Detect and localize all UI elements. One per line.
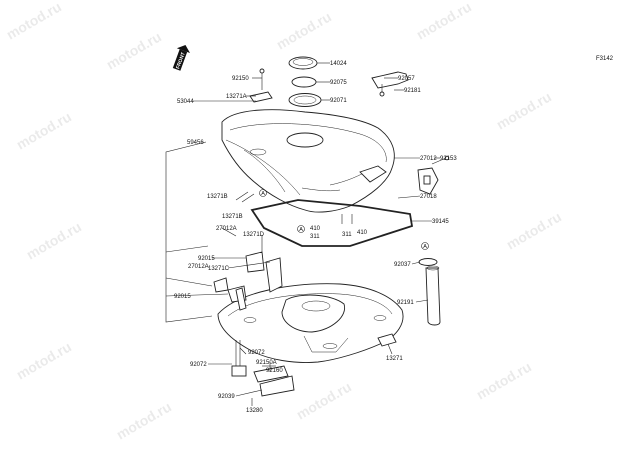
marker-a: A	[421, 242, 429, 250]
label-92160: 92160	[266, 368, 283, 374]
watermark: motod.ru	[104, 28, 165, 72]
latch-assembly	[417, 155, 450, 195]
label-27012: 27012	[420, 156, 437, 162]
label-410: 410	[357, 230, 368, 236]
packing-ring	[291, 76, 317, 88]
label-13271c: 13271C	[208, 266, 230, 272]
hood-seal	[250, 199, 414, 247]
label-13271d: 13271D	[243, 232, 265, 238]
svg-text:A: A	[299, 227, 303, 233]
label-27018: 27018	[420, 194, 437, 200]
label-410: 410	[310, 226, 321, 232]
label-92191: 92191	[397, 300, 414, 306]
svg-text:A: A	[423, 244, 427, 250]
label-13271b: 13271B	[207, 194, 228, 200]
label-92150: 92150	[232, 76, 249, 82]
label-53044: 53044	[177, 99, 194, 105]
watermark: motod.ru	[24, 218, 85, 262]
label-92057: 92057	[398, 76, 415, 82]
label-311: 311	[310, 234, 320, 240]
label-27012a: 27012A	[216, 226, 237, 232]
watermark: motod.ru	[274, 8, 335, 52]
tube-assembly	[418, 258, 441, 326]
watermark: motod.ru	[504, 208, 565, 252]
cover-stack	[288, 56, 322, 107]
label-92015: 92015	[198, 256, 215, 262]
figure-code: F3142	[596, 56, 614, 62]
watermark: motod.ru	[4, 0, 65, 43]
label-39145: 39145	[432, 219, 449, 225]
pins-13271b	[235, 191, 255, 203]
deck-tray	[217, 283, 404, 363]
strap-assembly	[371, 71, 409, 97]
front-arrow-icon: FRONT	[172, 44, 190, 71]
label-311: 311	[342, 232, 352, 238]
label-92037: 92037	[394, 262, 411, 268]
bottom-brackets	[231, 340, 295, 397]
watermark: motod.ru	[14, 338, 75, 382]
label-92039: 92039	[218, 394, 235, 400]
leader-lines	[165, 62, 440, 406]
label-92075: 92075	[330, 80, 347, 86]
label-13280: 13280	[246, 408, 263, 414]
label-59456: 59456	[187, 140, 204, 146]
marker-a: A	[259, 189, 267, 197]
label-92150a: 92150A	[256, 360, 277, 366]
label-27012a: 27012A	[188, 264, 209, 270]
label-92072: 92072	[190, 362, 207, 368]
label-92072: 92072	[248, 350, 265, 356]
label-92181: 92181	[404, 88, 421, 94]
marker-a: A	[297, 225, 305, 233]
label-14024: 14024	[330, 61, 347, 67]
screw-icon	[259, 68, 265, 90]
label-92015: 92015	[174, 294, 191, 300]
watermark: motod.ru	[494, 88, 555, 132]
hood-body	[221, 109, 395, 213]
label-92071: 92071	[330, 98, 347, 104]
label-13271b: 13271B	[222, 214, 243, 220]
watermark: motod.ru	[474, 358, 535, 402]
hinge-brackets	[213, 251, 283, 311]
front-badge: FRONT	[175, 52, 187, 70]
watermark: motod.ru	[14, 108, 75, 152]
watermark: motod.ru	[414, 0, 475, 43]
bracket-13271a	[249, 91, 273, 103]
hood-opening	[286, 132, 324, 148]
watermark: motod.ru	[294, 378, 355, 422]
label-13271: 13271	[386, 356, 403, 362]
svg-text:A: A	[261, 191, 265, 197]
part-labels: 14024 92150 92075 92071 92057 92181 5304…	[174, 61, 457, 414]
label-13271a: 13271A	[226, 94, 247, 100]
latch-13271	[377, 333, 397, 347]
label-92153: 92153	[440, 156, 457, 162]
watermark: motod.ru	[114, 398, 175, 442]
